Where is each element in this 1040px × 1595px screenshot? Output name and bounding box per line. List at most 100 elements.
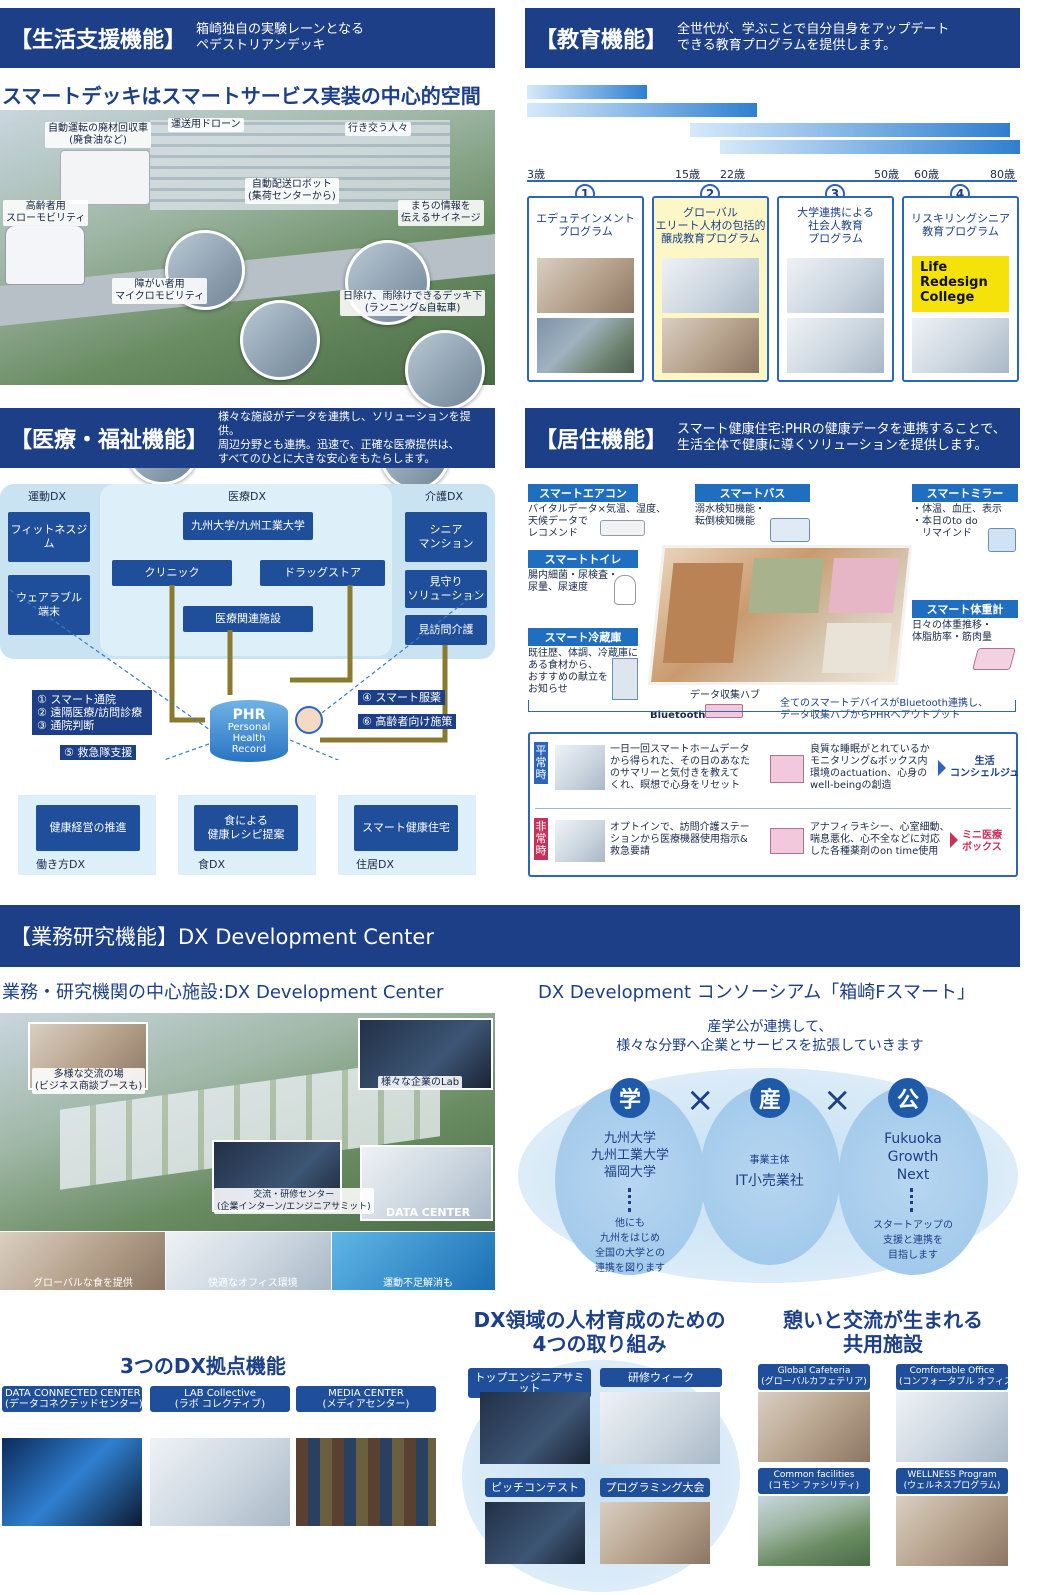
meditation-photo	[555, 745, 605, 790]
academia-body: 九州大学 九州工業大学 福岡大学	[590, 1131, 669, 1180]
age-15: 15歳	[675, 168, 700, 181]
times-icon-2: ×	[823, 1080, 852, 1120]
industry-body: IT小売業社	[735, 1173, 804, 1189]
tag-smart-mirror: スマートミラー	[912, 484, 1018, 502]
tag-smart-scale: スマート体重計	[912, 600, 1018, 618]
age-22: 22歳	[720, 168, 745, 181]
slow-mobility	[5, 225, 85, 285]
program-1-photo-a	[537, 258, 634, 313]
watch-solution-box: 見守り ソリューション	[405, 570, 487, 608]
desc-smart-bath: 溺水検知機能・ 転倒検知機能	[695, 504, 765, 527]
normal-time-label: 平常時	[534, 742, 548, 784]
age-60: 60歳	[914, 168, 939, 181]
emergency-text-2: アナフィラキシー、心室細動、 喘息悪化、心不全などに対応 した各種薬剤のon t…	[810, 822, 950, 857]
caption-lab: 様々な企業のLab	[378, 1076, 463, 1090]
drugstore-box: ドラッグストア	[260, 560, 385, 586]
housing-title: 【居住機能】	[535, 428, 668, 453]
summit-photo	[480, 1392, 590, 1464]
shared-title: 憩いと交流が生まれる 共用施設	[783, 1308, 983, 1356]
life-title: 【生活支援機能】	[10, 28, 187, 53]
caption-micro-mobility: 障がい者用 マイクロモビリティ	[112, 278, 208, 304]
phr-database: PHR Personal Health Record	[210, 700, 288, 762]
wellness-photo	[896, 1496, 1008, 1566]
life-redesign-logo: Life Redesign College	[912, 256, 1009, 312]
doctor-icon	[295, 706, 323, 734]
media-image	[296, 1438, 436, 1526]
education-header: 【教育機能】 全世代が、学ぶことで自分自身をアップデート できる教育プログラムを…	[525, 8, 1020, 68]
lab-image	[150, 1438, 290, 1526]
health-management-box: 健康経営の推進	[36, 805, 140, 851]
program-card-3: 大学連携による 社会人教育 プログラム	[777, 196, 894, 382]
program-2-label: グローバル エリート人材の包括的 醸成教育プログラム	[655, 206, 766, 245]
work-dx-label: 働き方DX	[36, 858, 86, 871]
caption-people: 行き交う人々	[345, 122, 411, 136]
caption-exercise: 運動不足解消も	[383, 1278, 453, 1289]
tag-smart-toilet: スマートトイレ	[528, 550, 638, 568]
housing-subtitle: スマート健康住宅:PHRの健康データを連携することで、 生活全体で健康に導くソリ…	[677, 422, 1006, 453]
pitch-contest-label: ピッチコンテスト	[485, 1478, 585, 1497]
program-2-photo-b	[662, 318, 759, 373]
tag-smart-bath: スマートバス	[695, 484, 810, 502]
emergency-time-label: 非常時	[534, 818, 548, 860]
program-1-label: エデュテインメント プログラム	[536, 212, 635, 238]
waste-vehicle	[60, 150, 150, 205]
zone-exercise-dx: 運動DX	[28, 490, 67, 503]
age-50: 50歳	[874, 168, 899, 181]
robot-photo	[240, 300, 320, 380]
research-left-headline: 業務・研究機関の中心施設:DX Development Center	[2, 982, 444, 1003]
left-service-list: ① スマート通院 ② 遠隔医療/訪問診療 ③ 通院判断	[32, 690, 152, 735]
caption-food: グローバルな食を提供	[33, 1278, 133, 1289]
times-icon-1: ×	[686, 1080, 715, 1120]
research-title: 【業務研究機能】DX Development Center	[10, 925, 434, 949]
education-title: 【教育機能】	[535, 28, 668, 53]
life-headline: スマートデッキはスマートサービス実装の中心的空間	[2, 84, 481, 108]
caption-deck: 日除け、雨除けできるデッキ下 (ランニング&自転車)	[340, 290, 486, 316]
government-foot: スタートアップの 支援と連携を 目指します	[873, 1220, 953, 1261]
sleep-box-icon	[770, 755, 804, 783]
zone-care-dx: 介護DX	[425, 490, 464, 503]
clinic-box: クリニック	[112, 560, 232, 586]
common-photo	[758, 1496, 870, 1566]
normal-text-2: 良質な睡眠がとれているか モニタリング&ボックス内 環境のactuation、心…	[810, 744, 930, 791]
industry-body-small: 事業主体	[749, 1155, 790, 1166]
tag-smart-aircon: スマートエアコン	[528, 484, 638, 502]
industry-badge: 産	[750, 1078, 790, 1118]
life-subtitle: 箱崎独自の実験レーンとなる ペデストリアンデッキ	[196, 22, 364, 53]
program-card-4: リスキリングシニア 教育プログラム Life Redesign College	[902, 196, 1019, 382]
desc-smart-aircon: バイタルデータ×気温、湿度、 天候データで レコメンド	[528, 504, 666, 539]
caption-data-center: DATA CENTER	[386, 1206, 471, 1219]
phr-flow-arrows	[9, 585, 481, 760]
swim-photo	[332, 1232, 495, 1290]
medical-subtitle: 様々な施設がデータを連携し、ソリューションを提供。 周辺分野とも連携。迅速で、正…	[218, 410, 471, 465]
programming-contest-label: プログラミング大会	[600, 1478, 710, 1497]
program-2-photo-a	[662, 258, 759, 313]
tag-smart-fridge: スマート冷蔵庫	[528, 628, 638, 646]
smart-medication-label: ④ スマート服薬	[358, 690, 446, 705]
program-3-photo-b	[787, 318, 884, 373]
research-header: 【業務研究機能】DX Development Center	[0, 905, 1020, 967]
emergency-support-label: ⑤ 救急隊支援	[60, 745, 137, 760]
age-bar-1	[527, 85, 647, 99]
hub-bracket	[528, 700, 1016, 712]
food-photo	[0, 1232, 165, 1290]
age-bar-4	[720, 140, 1020, 154]
program-4-photo	[912, 318, 1009, 373]
talent-title: DX領域の人材育成のための 4つの取り組み	[473, 1308, 726, 1356]
health-recipe-box: 食による 健康レシピ提案	[194, 805, 298, 851]
emergency-arrow-icon	[950, 832, 958, 848]
medicine-box-icon	[770, 828, 804, 854]
age-3: 3歳	[527, 168, 545, 181]
wellness-program-label: WELLNESS Program (ウェルネスプログラム)	[896, 1468, 1008, 1494]
data-center-photo	[360, 1145, 493, 1221]
university-box: 九州大学/九州工業大学	[183, 512, 313, 540]
mirror-icon	[988, 528, 1016, 552]
cafeteria-photo	[758, 1392, 870, 1462]
wearable-box: ウェアラブル 端末	[8, 575, 90, 635]
caption-office: 快適なオフィス環境	[208, 1278, 298, 1289]
age-bar-2	[527, 103, 757, 117]
desc-smart-mirror: ・体温、血圧、表示 ・本日のto do リマインド	[912, 504, 1002, 539]
age-bar-3	[690, 123, 1010, 137]
training-photo	[600, 1392, 720, 1464]
toilet-icon	[614, 575, 636, 605]
program-3-label: 大学連携による 社会人教育 プログラム	[797, 206, 874, 245]
